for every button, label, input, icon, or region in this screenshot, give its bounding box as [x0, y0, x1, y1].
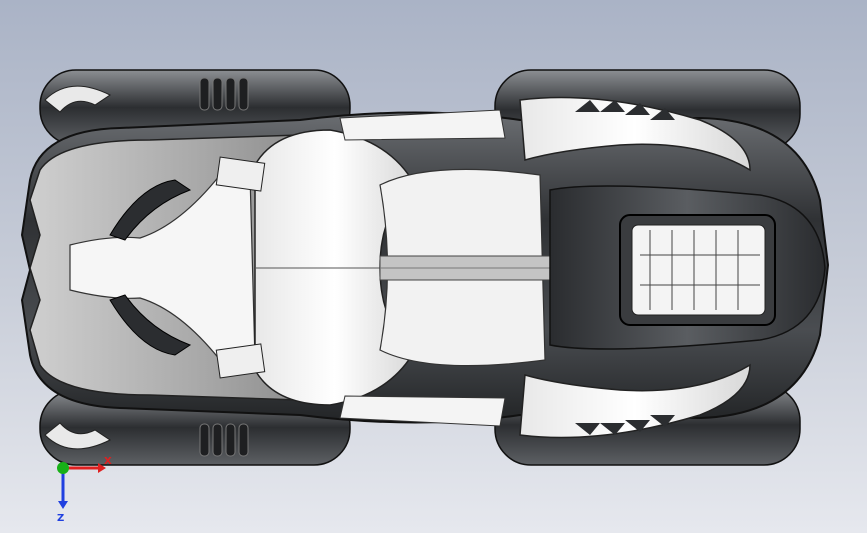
axis-triad: X Z: [57, 456, 112, 524]
front-fender-vents: [199, 77, 249, 457]
front-hook-bottom: [44, 422, 111, 450]
engine-vent-grille: [640, 230, 760, 310]
front-fin-upper: [109, 179, 192, 241]
z-axis-label: Z: [57, 513, 64, 524]
rear-fender-bottom: [519, 363, 751, 439]
windshield-panel-top: [215, 156, 266, 192]
front-fin-lower: [109, 294, 192, 356]
rear-fender-top: [519, 96, 751, 172]
x-axis-label: X: [104, 456, 112, 467]
rear-fender-slats: [575, 100, 675, 435]
z-axis-arrow: [58, 501, 68, 509]
windshield-panel-bottom: [215, 343, 266, 379]
engine-vent: [631, 224, 766, 316]
front-hook-top: [44, 85, 111, 113]
side-strip-bottom: [339, 395, 506, 427]
x-axis-arrow: [98, 463, 106, 473]
y-axis-dot: [57, 462, 69, 474]
side-strip-top: [339, 109, 506, 141]
